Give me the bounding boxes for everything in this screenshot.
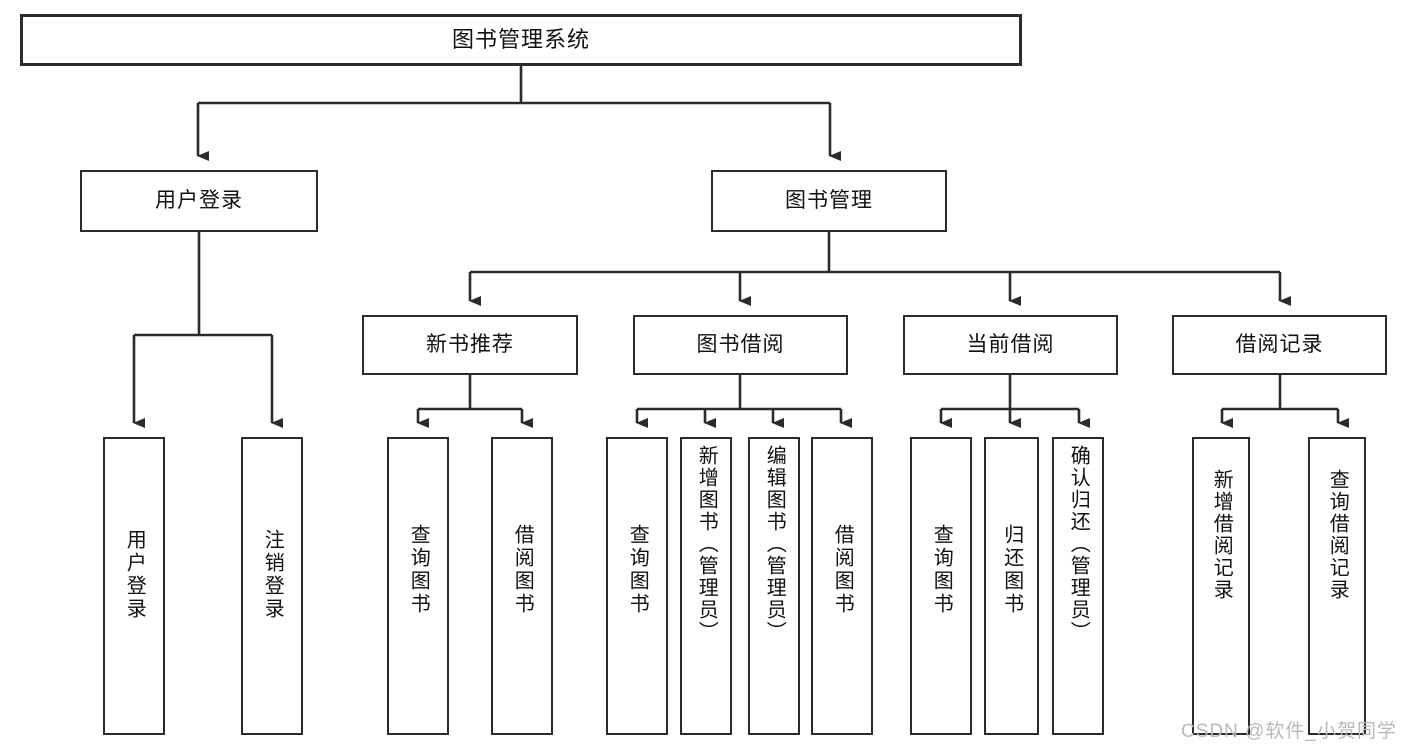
leaf-borrow-book-nbr[interactable]: 借阅图书 [491,437,553,735]
node-label: 用户登录 [123,529,146,621]
leaf-user-login[interactable]: 用户登录 [103,437,165,735]
node-current-borrowing[interactable]: 当前借阅 [903,315,1118,375]
leaf-borrow-book-bb[interactable]: 借阅图书 [811,437,873,735]
leaf-query-book-cb[interactable]: 查询图书 [910,437,972,735]
leaf-return-book[interactable]: 归还图书 [984,437,1039,735]
leaf-logout[interactable]: 注销登录 [241,437,303,735]
node-user-login[interactable]: 用户登录 [80,170,318,232]
node-label: 用户登录 [155,188,243,212]
node-label: 查询图书 [407,524,430,616]
leaf-edit-book-admin[interactable]: 编辑图书（管理员） [748,437,800,735]
node-label: 查询图书 [930,524,953,616]
leaf-query-book-bb[interactable]: 查询图书 [606,437,668,735]
node-label: 图书管理系统 [451,27,590,53]
node-label: 注销登录 [261,529,284,621]
node-new-book-recommendation[interactable]: 新书推荐 [362,315,578,375]
node-label: 新增借阅记录 [1210,469,1233,601]
leaf-query-borrow-record[interactable]: 查询借阅记录 [1308,437,1366,735]
leaf-add-book-admin[interactable]: 新增图书（管理员） [680,437,732,735]
leaf-confirm-return-admin[interactable]: 确认归还（管理员） [1052,437,1104,735]
node-label: 新书推荐 [426,332,514,356]
node-label: 当前借阅 [966,332,1055,356]
node-book-management[interactable]: 图书管理 [711,170,947,232]
node-label: 图书借阅 [696,332,785,356]
node-label: 归还图书 [1000,524,1023,616]
node-label: 确认归还（管理员） [1067,445,1090,643]
node-label: 图书管理 [785,188,873,212]
node-label: 新增图书（管理员） [695,445,718,643]
node-root-book-management-system[interactable]: 图书管理系统 [20,14,1022,66]
node-label: 借阅图书 [831,524,854,616]
node-label: 查询借阅记录 [1326,469,1349,601]
node-label: 查询图书 [626,524,649,616]
node-label: 借阅记录 [1235,332,1324,356]
leaf-query-book-nbr[interactable]: 查询图书 [387,437,449,735]
leaf-add-borrow-record[interactable]: 新增借阅记录 [1192,437,1250,735]
node-borrowing-record[interactable]: 借阅记录 [1172,315,1387,375]
node-label: 编辑图书（管理员） [763,445,786,643]
node-label: 借阅图书 [511,524,534,616]
node-book-borrowing[interactable]: 图书借阅 [633,315,848,375]
